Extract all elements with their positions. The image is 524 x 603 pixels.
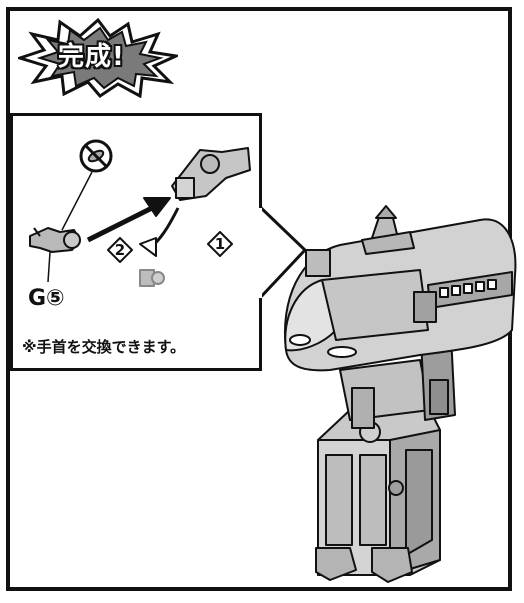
complete-label: 完成! <box>58 42 125 72</box>
part-label: G⑤ <box>28 286 65 311</box>
step-2-label: 2 <box>114 241 126 259</box>
note-text: ※手首を交換できます。 <box>22 338 186 356</box>
hand-part-icon <box>29 227 81 253</box>
prohibited-icon <box>79 139 113 173</box>
step-1-label: 1 <box>214 235 226 253</box>
starburst-icon <box>18 18 178 98</box>
arrow-icon <box>143 197 171 217</box>
